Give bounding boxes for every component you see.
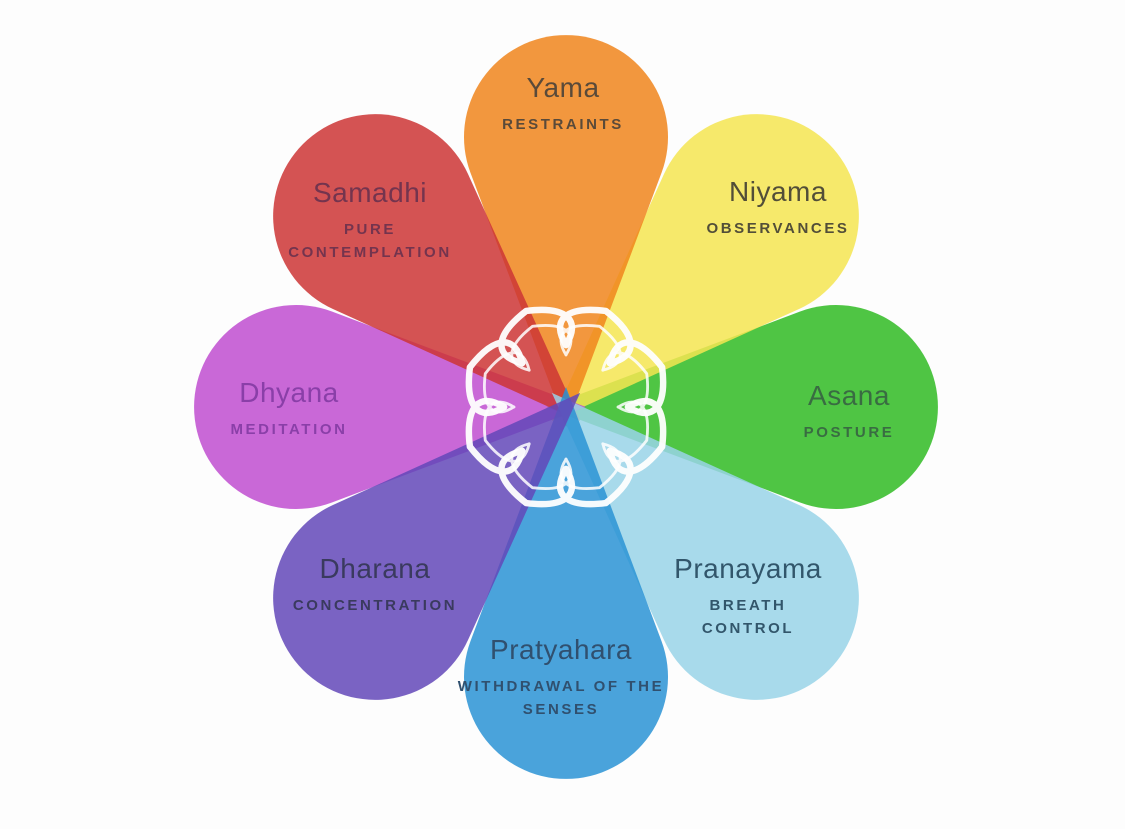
- petal-yama: [464, 35, 668, 427]
- petal-asana: [546, 305, 938, 509]
- petal-pratyahara: [464, 387, 668, 779]
- petal-dhyana: [194, 305, 586, 509]
- petal-group: [194, 35, 938, 779]
